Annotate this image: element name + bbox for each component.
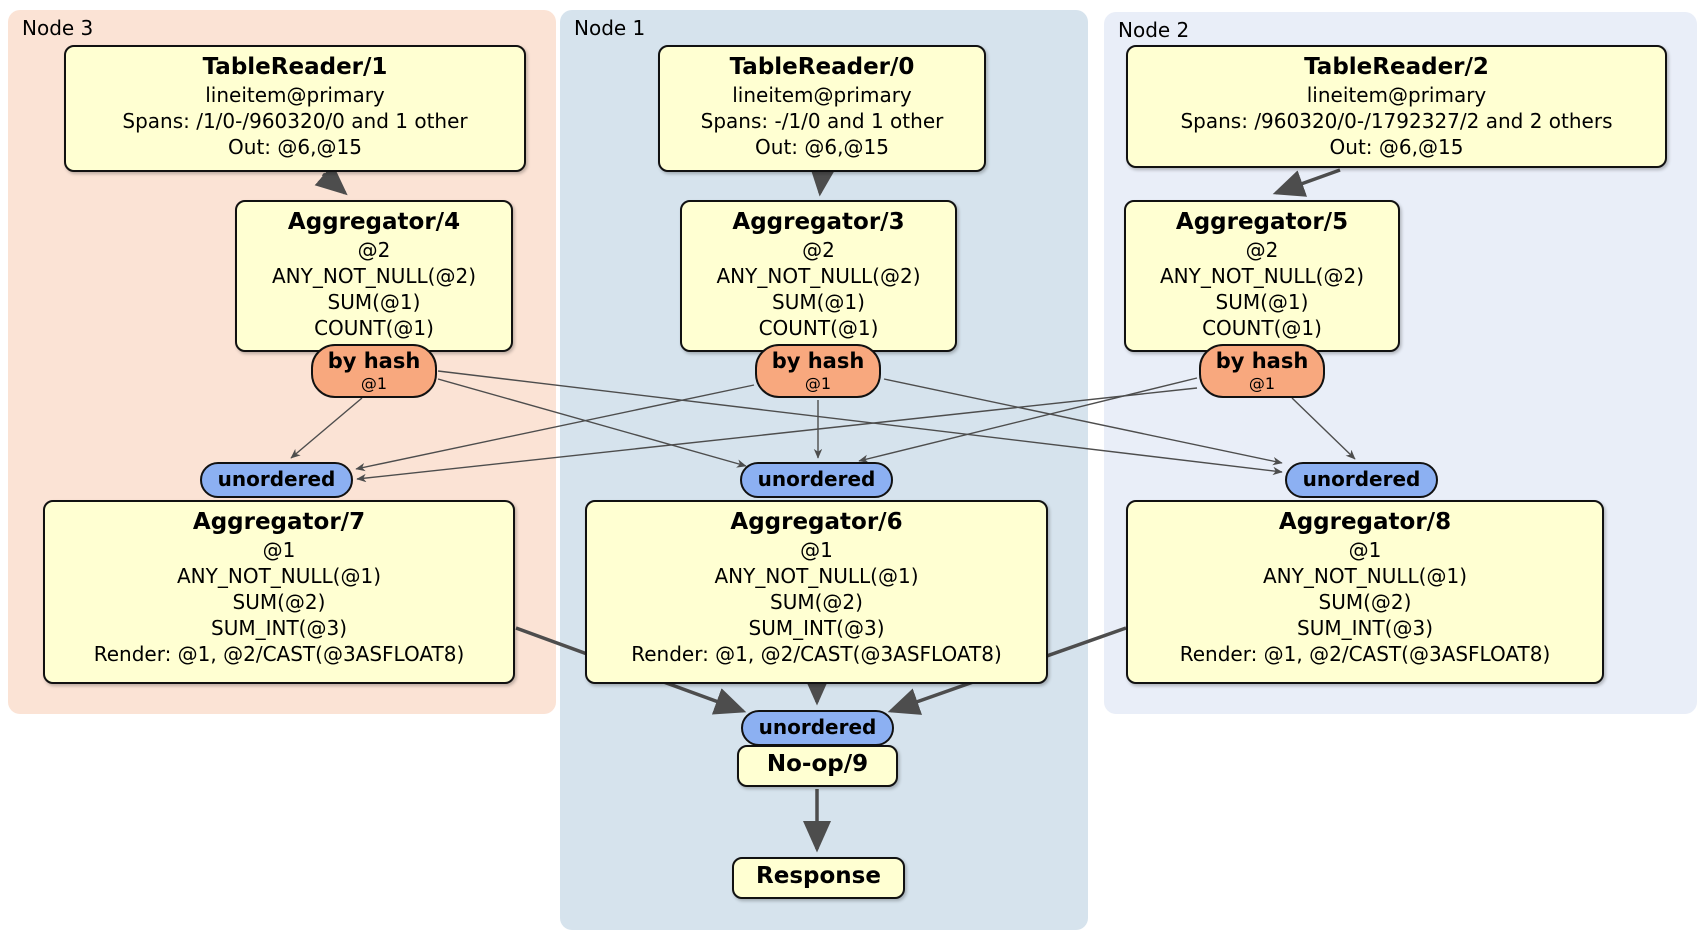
response-node: Response [732, 857, 905, 899]
edge-hash3-un2 [437, 370, 1283, 476]
region-label-node-2: Node 2 [1118, 18, 1190, 42]
router-label: by hash [327, 349, 421, 373]
processor-aggregator-5: Aggregator/5 @2 ANY_NOT_NULL(@2) SUM(@1)… [1124, 200, 1400, 352]
edge-hash1-un2 [883, 378, 1283, 466]
processor-agg-fn: COUNT(@1) [758, 316, 879, 340]
processor-title: Aggregator/5 [1175, 209, 1349, 235]
processor-aggregator-4: Aggregator/4 @2 ANY_NOT_NULL(@2) SUM(@1)… [235, 200, 513, 352]
edge-hash3-un1 [437, 378, 747, 468]
processor-group-cols: @2 [357, 238, 391, 262]
region-label-node-3: Node 3 [22, 16, 94, 40]
processor-index: lineitem@primary [732, 83, 912, 107]
processor-title: TableReader/2 [1304, 54, 1489, 80]
edge-tr1-agg4 [314, 164, 348, 196]
processor-group-cols: @1 [800, 538, 833, 562]
processor-title: TableReader/0 [729, 54, 915, 80]
processor-title: Aggregator/6 [730, 509, 903, 535]
processor-agg-fn: ANY_NOT_NULL(@2) [716, 264, 921, 288]
edge-tr2-agg5 [1272, 168, 1341, 197]
processor-agg-fn: ANY_NOT_NULL(@2) [1160, 264, 1364, 288]
synchronizer-unordered-final: unordered [741, 710, 894, 746]
processor-title: Aggregator/7 [192, 509, 366, 535]
processor-group-cols: @2 [1245, 238, 1279, 262]
processor-spans: Spans: -/1/0 and 1 other [700, 109, 944, 133]
processor-agg-fn: ANY_NOT_NULL(@1) [714, 564, 919, 588]
processor-render: Render: @1, @2/CAST(@3ASFLOAT8) [93, 642, 465, 666]
processor-spans: Spans: /1/0-/960320/0 and 1 other [122, 109, 468, 133]
processor-out: Out: @6,@15 [1329, 135, 1464, 159]
processor-aggregator-7: Aggregator/7 @1 ANY_NOT_NULL(@1) SUM(@2)… [43, 500, 515, 684]
processor-render: Render: @1, @2/CAST(@3ASFLOAT8) [631, 642, 1002, 666]
synchronizer-unordered-node3: unordered [200, 462, 353, 498]
processor-agg-fn: ANY_NOT_NULL(@1) [177, 564, 381, 588]
processor-out: Out: @6,@15 [755, 135, 889, 159]
processor-agg-fn: SUM(@1) [772, 290, 865, 314]
processor-agg-fn: ANY_NOT_NULL(@2) [272, 264, 476, 288]
processor-group-cols: @2 [802, 238, 835, 262]
processor-index: lineitem@primary [1306, 83, 1487, 107]
processor-render: Render: @1, @2/CAST(@3ASFLOAT8) [1179, 642, 1551, 666]
processor-tablereader-0: TableReader/0 lineitem@primary Spans: -/… [658, 45, 986, 172]
processor-tablereader-2: TableReader/2 lineitem@primary Spans: /9… [1126, 45, 1667, 168]
router-by-hash-node1: by hash @1 [755, 344, 881, 398]
processor-spans: Spans: /960320/0-/1792327/2 and 2 others [1180, 109, 1613, 133]
processor-tablereader-1: TableReader/1 lineitem@primary Spans: /1… [64, 45, 526, 172]
router-columns: @1 [1248, 374, 1276, 393]
edge-hash2-un2 [1291, 397, 1356, 460]
edge-hash3-un3 [290, 397, 363, 459]
region-label-node-1: Node 1 [574, 16, 646, 40]
processor-agg-fn: SUM(@1) [1215, 290, 1309, 314]
router-label: by hash [1215, 349, 1309, 373]
router-by-hash-node3: by hash @1 [311, 344, 437, 398]
router-by-hash-node2: by hash @1 [1199, 344, 1325, 398]
processor-index: lineitem@primary [205, 83, 385, 107]
router-columns: @1 [804, 374, 832, 393]
processor-title: Aggregator/8 [1278, 509, 1452, 535]
processor-agg-fn: COUNT(@1) [314, 316, 434, 340]
processor-agg-fn: ANY_NOT_NULL(@1) [1263, 564, 1467, 588]
processor-agg-fn: SUM(@1) [327, 290, 421, 314]
synchronizer-unordered-node1: unordered [740, 462, 893, 498]
processor-title: No-op/9 [766, 751, 869, 777]
processor-group-cols: @1 [1348, 538, 1382, 562]
processor-agg-fn: SUM_INT(@3) [211, 616, 347, 640]
edge-tr0-agg3 [809, 163, 837, 197]
edge-hash2-un3 [356, 387, 1198, 483]
processor-agg-fn: SUM(@2) [232, 590, 326, 614]
processor-title: Aggregator/4 [287, 209, 461, 235]
processor-aggregator-3: Aggregator/3 @2 ANY_NOT_NULL(@2) SUM(@1)… [680, 200, 957, 352]
processor-title: TableReader/1 [202, 54, 388, 80]
processor-aggregator-8: Aggregator/8 @1 ANY_NOT_NULL(@1) SUM(@2)… [1126, 500, 1604, 684]
synchronizer-unordered-node2: unordered [1285, 462, 1438, 498]
processor-noop-9: No-op/9 [737, 745, 898, 787]
router-label: by hash [771, 349, 865, 373]
edge-hash1-un3 [355, 384, 755, 472]
edge-hash2-un1 [858, 377, 1198, 463]
processor-title: Aggregator/3 [732, 209, 905, 235]
processor-agg-fn: SUM_INT(@3) [1297, 616, 1433, 640]
processor-group-cols: @1 [262, 538, 296, 562]
processor-agg-fn: SUM(@2) [1318, 590, 1412, 614]
processor-out: Out: @6,@15 [228, 135, 362, 159]
processor-aggregator-6: Aggregator/6 @1 ANY_NOT_NULL(@1) SUM(@2)… [585, 500, 1048, 684]
processor-agg-fn: COUNT(@1) [1202, 316, 1322, 340]
processor-agg-fn: SUM(@2) [770, 590, 863, 614]
router-columns: @1 [360, 374, 388, 393]
processor-agg-fn: SUM_INT(@3) [748, 616, 885, 640]
processor-title: Response [756, 863, 881, 889]
